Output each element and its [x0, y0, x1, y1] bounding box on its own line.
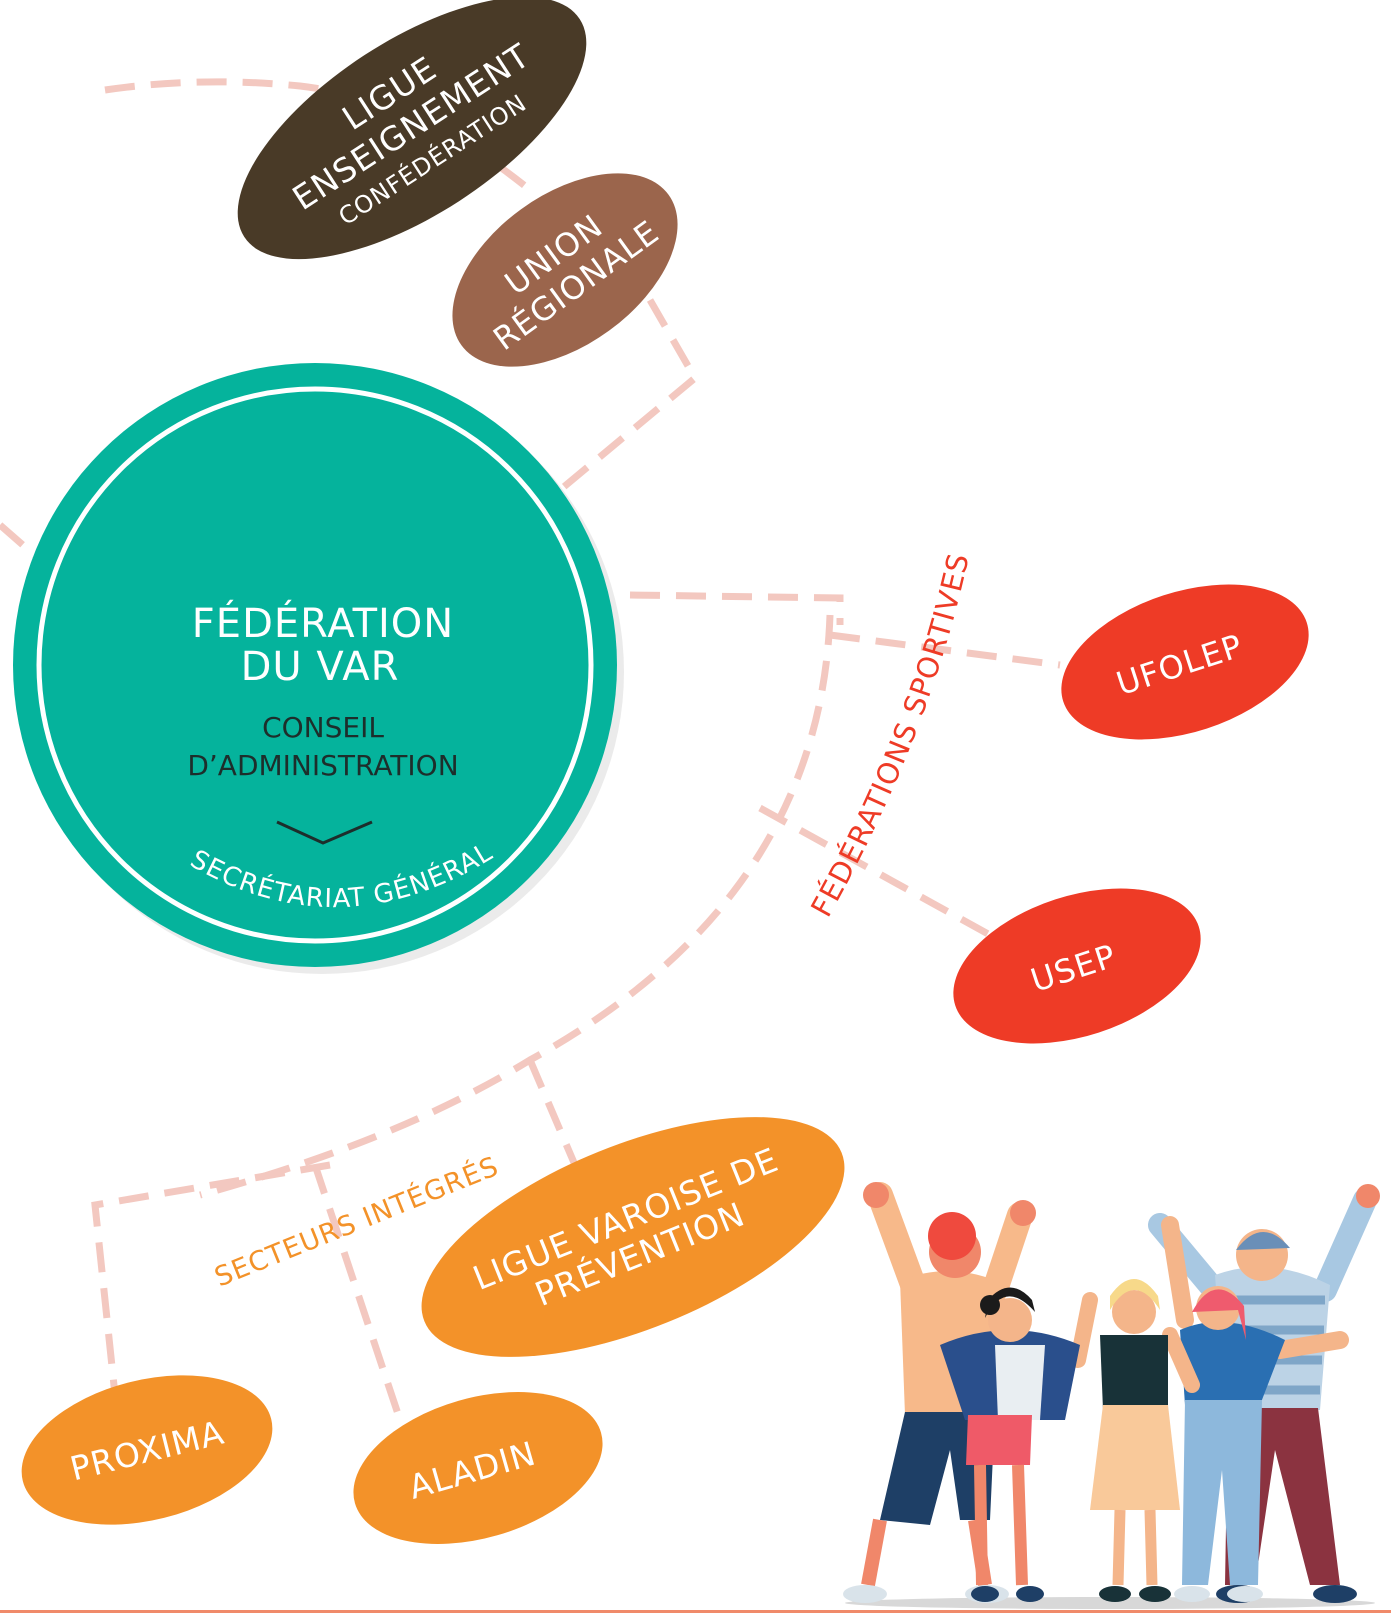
usep-shape: [953, 888, 1201, 1044]
node-federation-du-var: FÉDÉRATION DU VAR CONSEIL D’ADMINISTRATI…: [13, 363, 624, 974]
federations-sportives-text: FÉDÉRATIONS SPORTIVES: [804, 550, 975, 923]
federation-sub-line2: D’ADMINISTRATION: [187, 749, 458, 782]
node-ligue-enseignement: LIGUE ENSEIGNEMENT CONFÉDÉRATION: [237, 0, 587, 260]
node-proxima: PROXIMA: [21, 1375, 273, 1525]
federations-sportives-label: FÉDÉRATIONS SPORTIVES: [804, 550, 976, 923]
union-regionale-shape: [452, 173, 678, 367]
connector-secteurs-horizontal: [91, 1161, 331, 1396]
person-4: [1161, 1216, 1349, 1602]
connector-federation-to-junction: [629, 591, 844, 625]
connector-to-ligue-varoise: [526, 1058, 579, 1167]
aladin-shape: [353, 1392, 603, 1544]
connector-to-ufolep: [829, 631, 1061, 669]
federation-sub-line1: CONSEIL: [262, 711, 384, 744]
federation-title-line2: DU VAR: [241, 644, 400, 690]
ligue-varoise-shape: [421, 1117, 845, 1357]
connector-sport-backbone: [199, 614, 834, 1199]
federation-inner-ring: [36, 386, 594, 944]
federation-title-line1: FÉDÉRATION: [192, 599, 454, 647]
ufolep-shape: [1061, 584, 1309, 740]
federation-circle: [13, 363, 617, 967]
connector-left-edge: [0, 522, 43, 563]
person-2: [940, 1287, 1080, 1602]
connector-union-to-federation: [557, 298, 700, 493]
person-3: [1070, 1279, 1200, 1602]
node-usep: USEP: [953, 888, 1201, 1044]
node-ufolep: UFOLEP: [1061, 584, 1309, 740]
group-of-cheering-people-icon: [843, 1182, 1380, 1609]
proxima-shape: [21, 1375, 273, 1525]
node-aladin: ALADIN: [353, 1392, 603, 1544]
bottom-rule: [0, 1610, 1391, 1613]
chevron-down-icon: [276, 820, 373, 845]
node-ligue-varoise: LIGUE VAROISE DE PRÉVENTION: [421, 1117, 845, 1357]
ligue-enseignement-shape: [237, 0, 587, 260]
